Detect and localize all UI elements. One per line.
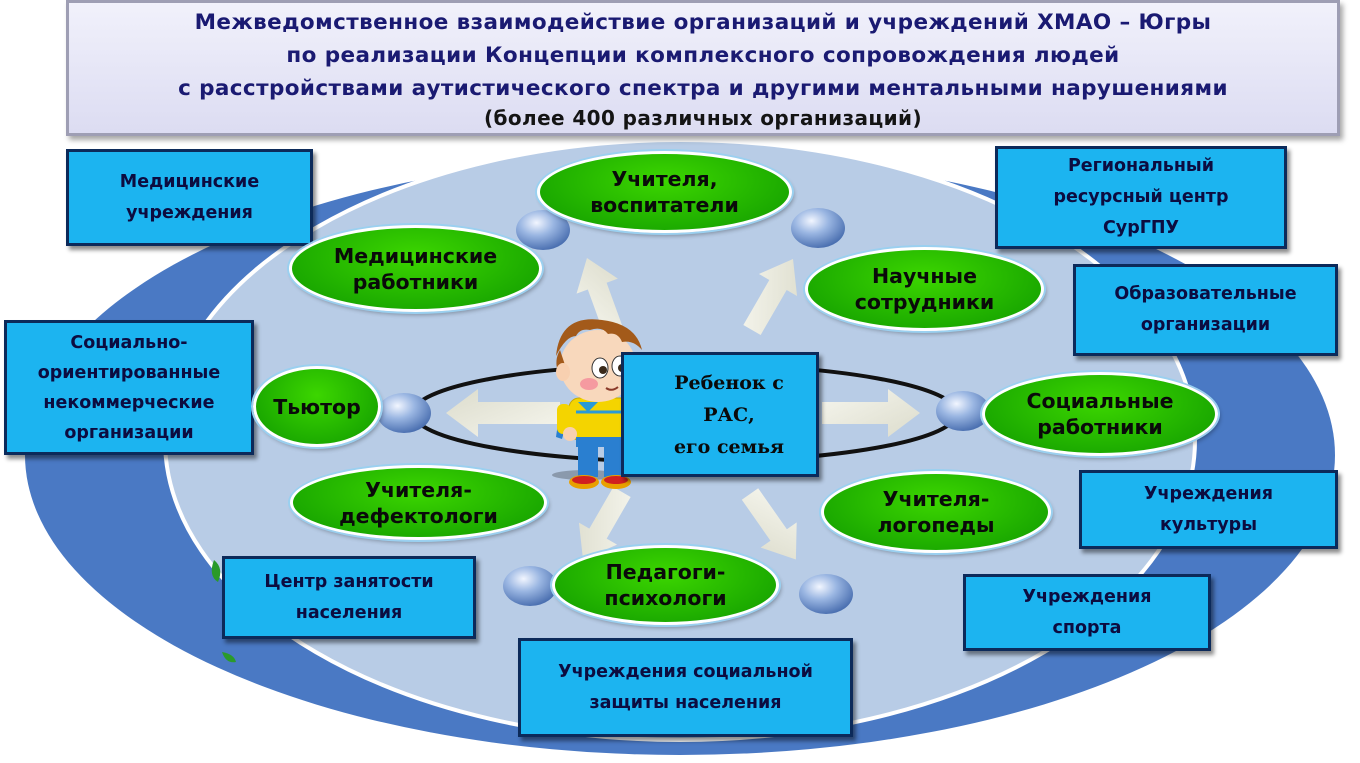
- connector-ball: [791, 208, 845, 248]
- arrow-down-left: [578, 487, 631, 560]
- org-educational-organizations: Образовательные организации: [1073, 264, 1338, 356]
- connector-ball: [377, 393, 431, 433]
- org-medical-institutions: Медицинские учреждения: [66, 149, 313, 246]
- title-subtitle: (более 400 различных организаций): [483, 105, 923, 130]
- role-defectologists: Учителя- дефектологи: [290, 465, 547, 540]
- org-nonprofit-organizations: Социально- ориентированные некоммерчески…: [4, 320, 254, 455]
- title-banner: Межведомственное взаимодействие организа…: [66, 0, 1340, 136]
- org-regional-resource-center: Региональный ресурсный центр СурГПУ: [995, 146, 1287, 249]
- title-line-1: Межведомственное взаимодействие организа…: [194, 9, 1212, 35]
- role-teachers-educators: Учителя, воспитатели: [537, 151, 792, 233]
- org-culture-institutions: Учреждения культуры: [1079, 470, 1338, 549]
- connector-ball: [516, 210, 570, 250]
- center-box-child-family: Ребенок с РАС, его семья: [621, 352, 819, 477]
- arrow-left: [446, 389, 560, 437]
- title-line-3: с расстройствами аутистического спектра …: [178, 75, 1228, 101]
- role-social-workers: Социальные работники: [982, 372, 1218, 456]
- arrow-up-left: [576, 257, 625, 339]
- role-research-staff: Научные сотрудники: [805, 247, 1044, 331]
- connector-ball: [936, 391, 990, 431]
- role-tutor: Тьютор: [253, 366, 381, 447]
- org-employment-center: Центр занятости населения: [222, 556, 476, 639]
- org-sport-institutions: Учреждения спорта: [963, 574, 1211, 651]
- role-speech-therapists: Учителя- логопеды: [821, 471, 1051, 553]
- title-line-2: по реализации Концепции комплексного соп…: [286, 42, 1120, 68]
- role-psychologists: Педагоги- психологи: [552, 545, 779, 625]
- connector-ball: [799, 574, 853, 614]
- arrow-down-right: [741, 488, 797, 560]
- org-social-protection: Учреждения социальной защиты населения: [518, 638, 853, 737]
- arrow-up-right: [743, 258, 798, 335]
- connector-ball: [503, 566, 557, 606]
- role-medical-workers: Медицинские работники: [289, 225, 542, 312]
- arrow-right: [822, 389, 920, 437]
- leaf-icon: [211, 560, 221, 582]
- leaf-icon: [222, 652, 236, 663]
